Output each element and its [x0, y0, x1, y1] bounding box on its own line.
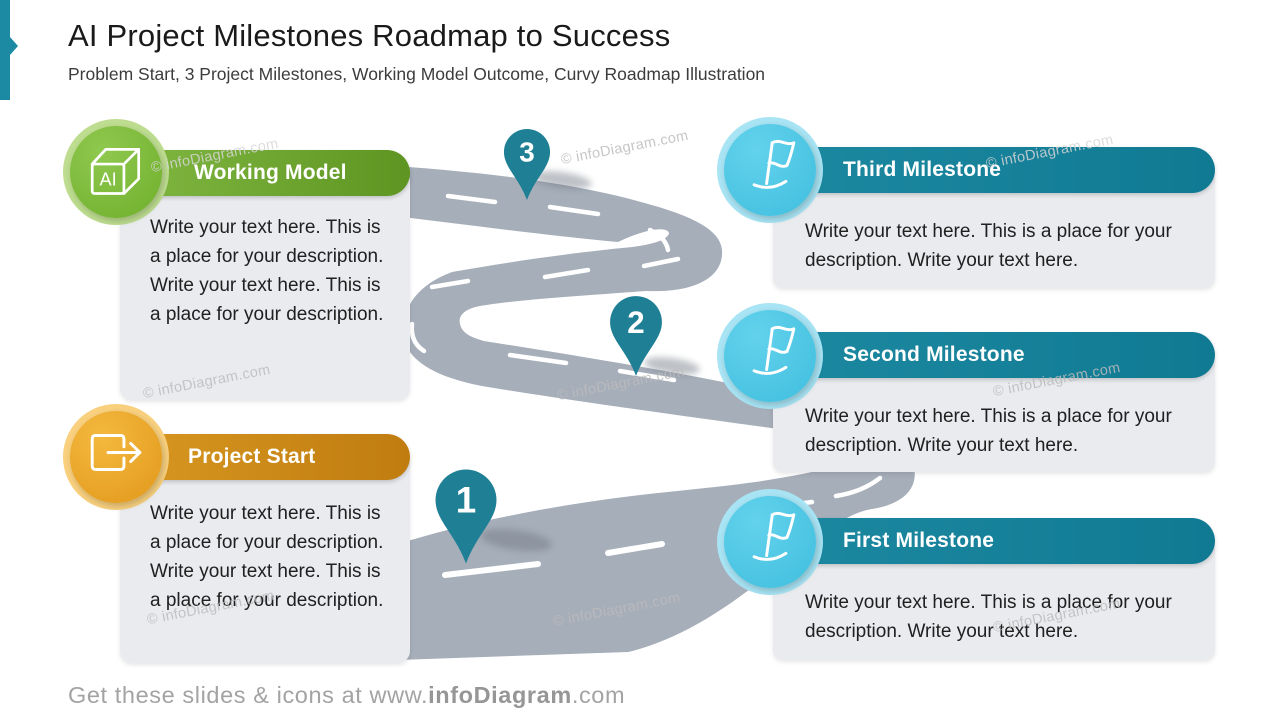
pin-2-number: 2: [627, 305, 644, 340]
start-arrow-icon: [90, 433, 142, 471]
third-milestone-description: Write your text here. This is a place fo…: [805, 221, 1172, 271]
footer-prefix: Get these slides & icons at www.: [68, 682, 429, 708]
pin-2: 2: [610, 296, 662, 376]
accent-bar: [0, 0, 18, 100]
project-start-icon-circle: [63, 404, 169, 510]
working-model-description: Write your text here. This is a place fo…: [150, 217, 384, 325]
project-start-title: Project Start: [188, 445, 316, 468]
pin-3: 3: [503, 128, 551, 200]
second-milestone-icon-circle: [717, 303, 823, 409]
third-milestone-header: Third Milestone: [760, 147, 1215, 193]
flag-icon: [752, 139, 796, 189]
first-milestone-header: First Milestone: [760, 518, 1215, 564]
flag-icon: [752, 511, 796, 561]
page-subtitle: Problem Start, 3 Project Milestones, Wor…: [68, 64, 766, 84]
pin-shadows: [480, 171, 700, 552]
second-milestone-title: Second Milestone: [843, 343, 1025, 366]
first-milestone-description: Write your text here. This is a place fo…: [805, 592, 1172, 642]
footer-promo-link[interactable]: Get these slides & icons at www.infoDiag…: [68, 682, 625, 709]
first-milestone-title: First Milestone: [843, 529, 995, 552]
third-milestone-title: Third Milestone: [843, 158, 1002, 181]
project-start-header: Project Start: [130, 434, 410, 480]
pin-3-number: 3: [519, 137, 534, 168]
ai-cube-icon: AI: [90, 147, 141, 195]
second-milestone-header: Second Milestone: [760, 332, 1215, 378]
footer-brand: infoDiagram: [428, 682, 572, 708]
page-title: AI Project Milestones Roadmap to Success: [68, 18, 671, 53]
working-model-title: Working Model: [194, 161, 347, 184]
pin-1: 1: [435, 469, 497, 564]
footer-suffix: .com: [571, 682, 626, 708]
first-milestone-icon-circle: [717, 489, 823, 595]
svg-text:AI: AI: [100, 170, 117, 190]
pin-1-number: 1: [456, 480, 476, 521]
flag-icon: [752, 325, 796, 375]
third-milestone-icon-circle: [717, 117, 823, 223]
project-start-card: Write your text here. This is a place fo…: [120, 456, 410, 663]
working-model-icon-circle: AI: [63, 119, 169, 225]
working-model-card: Write your text here. This is a place fo…: [120, 172, 410, 400]
working-model-header: Working Model: [130, 150, 410, 196]
second-milestone-description: Write your text here. This is a place fo…: [805, 406, 1172, 456]
project-start-description: Write your text here. This is a place fo…: [150, 503, 384, 611]
